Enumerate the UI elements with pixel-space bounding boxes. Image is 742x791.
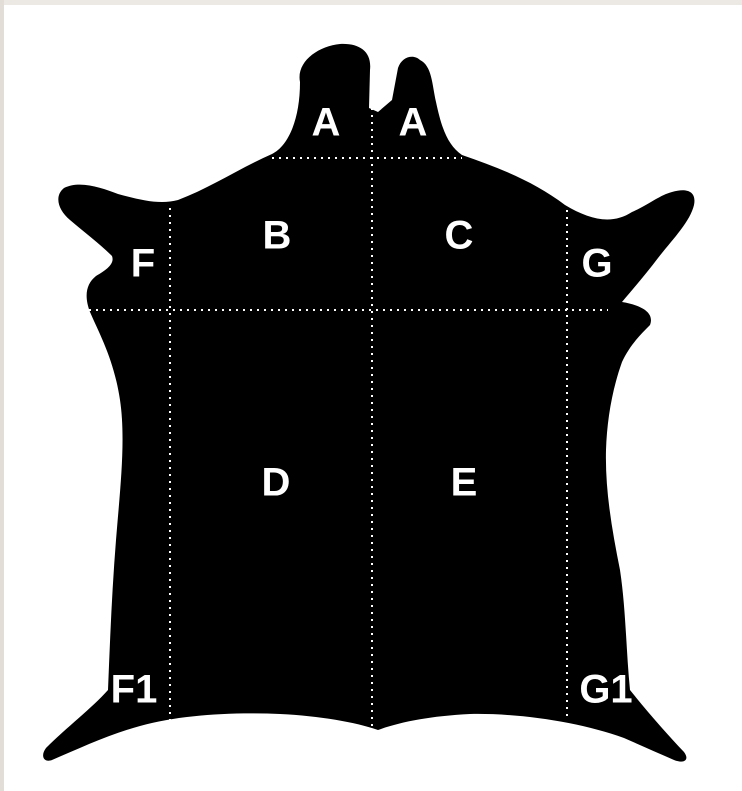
region-label-f1: F1 <box>111 668 158 712</box>
region-label-c: C <box>445 214 474 258</box>
region-label-a-left: A <box>312 101 341 145</box>
region-label-b: B <box>263 214 292 258</box>
region-label-d: D <box>262 461 291 505</box>
region-label-f: F <box>131 242 155 286</box>
region-label-a-right: A <box>399 101 428 145</box>
left-border <box>0 0 4 791</box>
top-border <box>0 0 742 5</box>
region-label-g1: G1 <box>579 668 632 712</box>
region-label-e: E <box>451 461 478 505</box>
region-label-g: G <box>581 242 612 286</box>
hide-silhouette <box>43 44 694 762</box>
